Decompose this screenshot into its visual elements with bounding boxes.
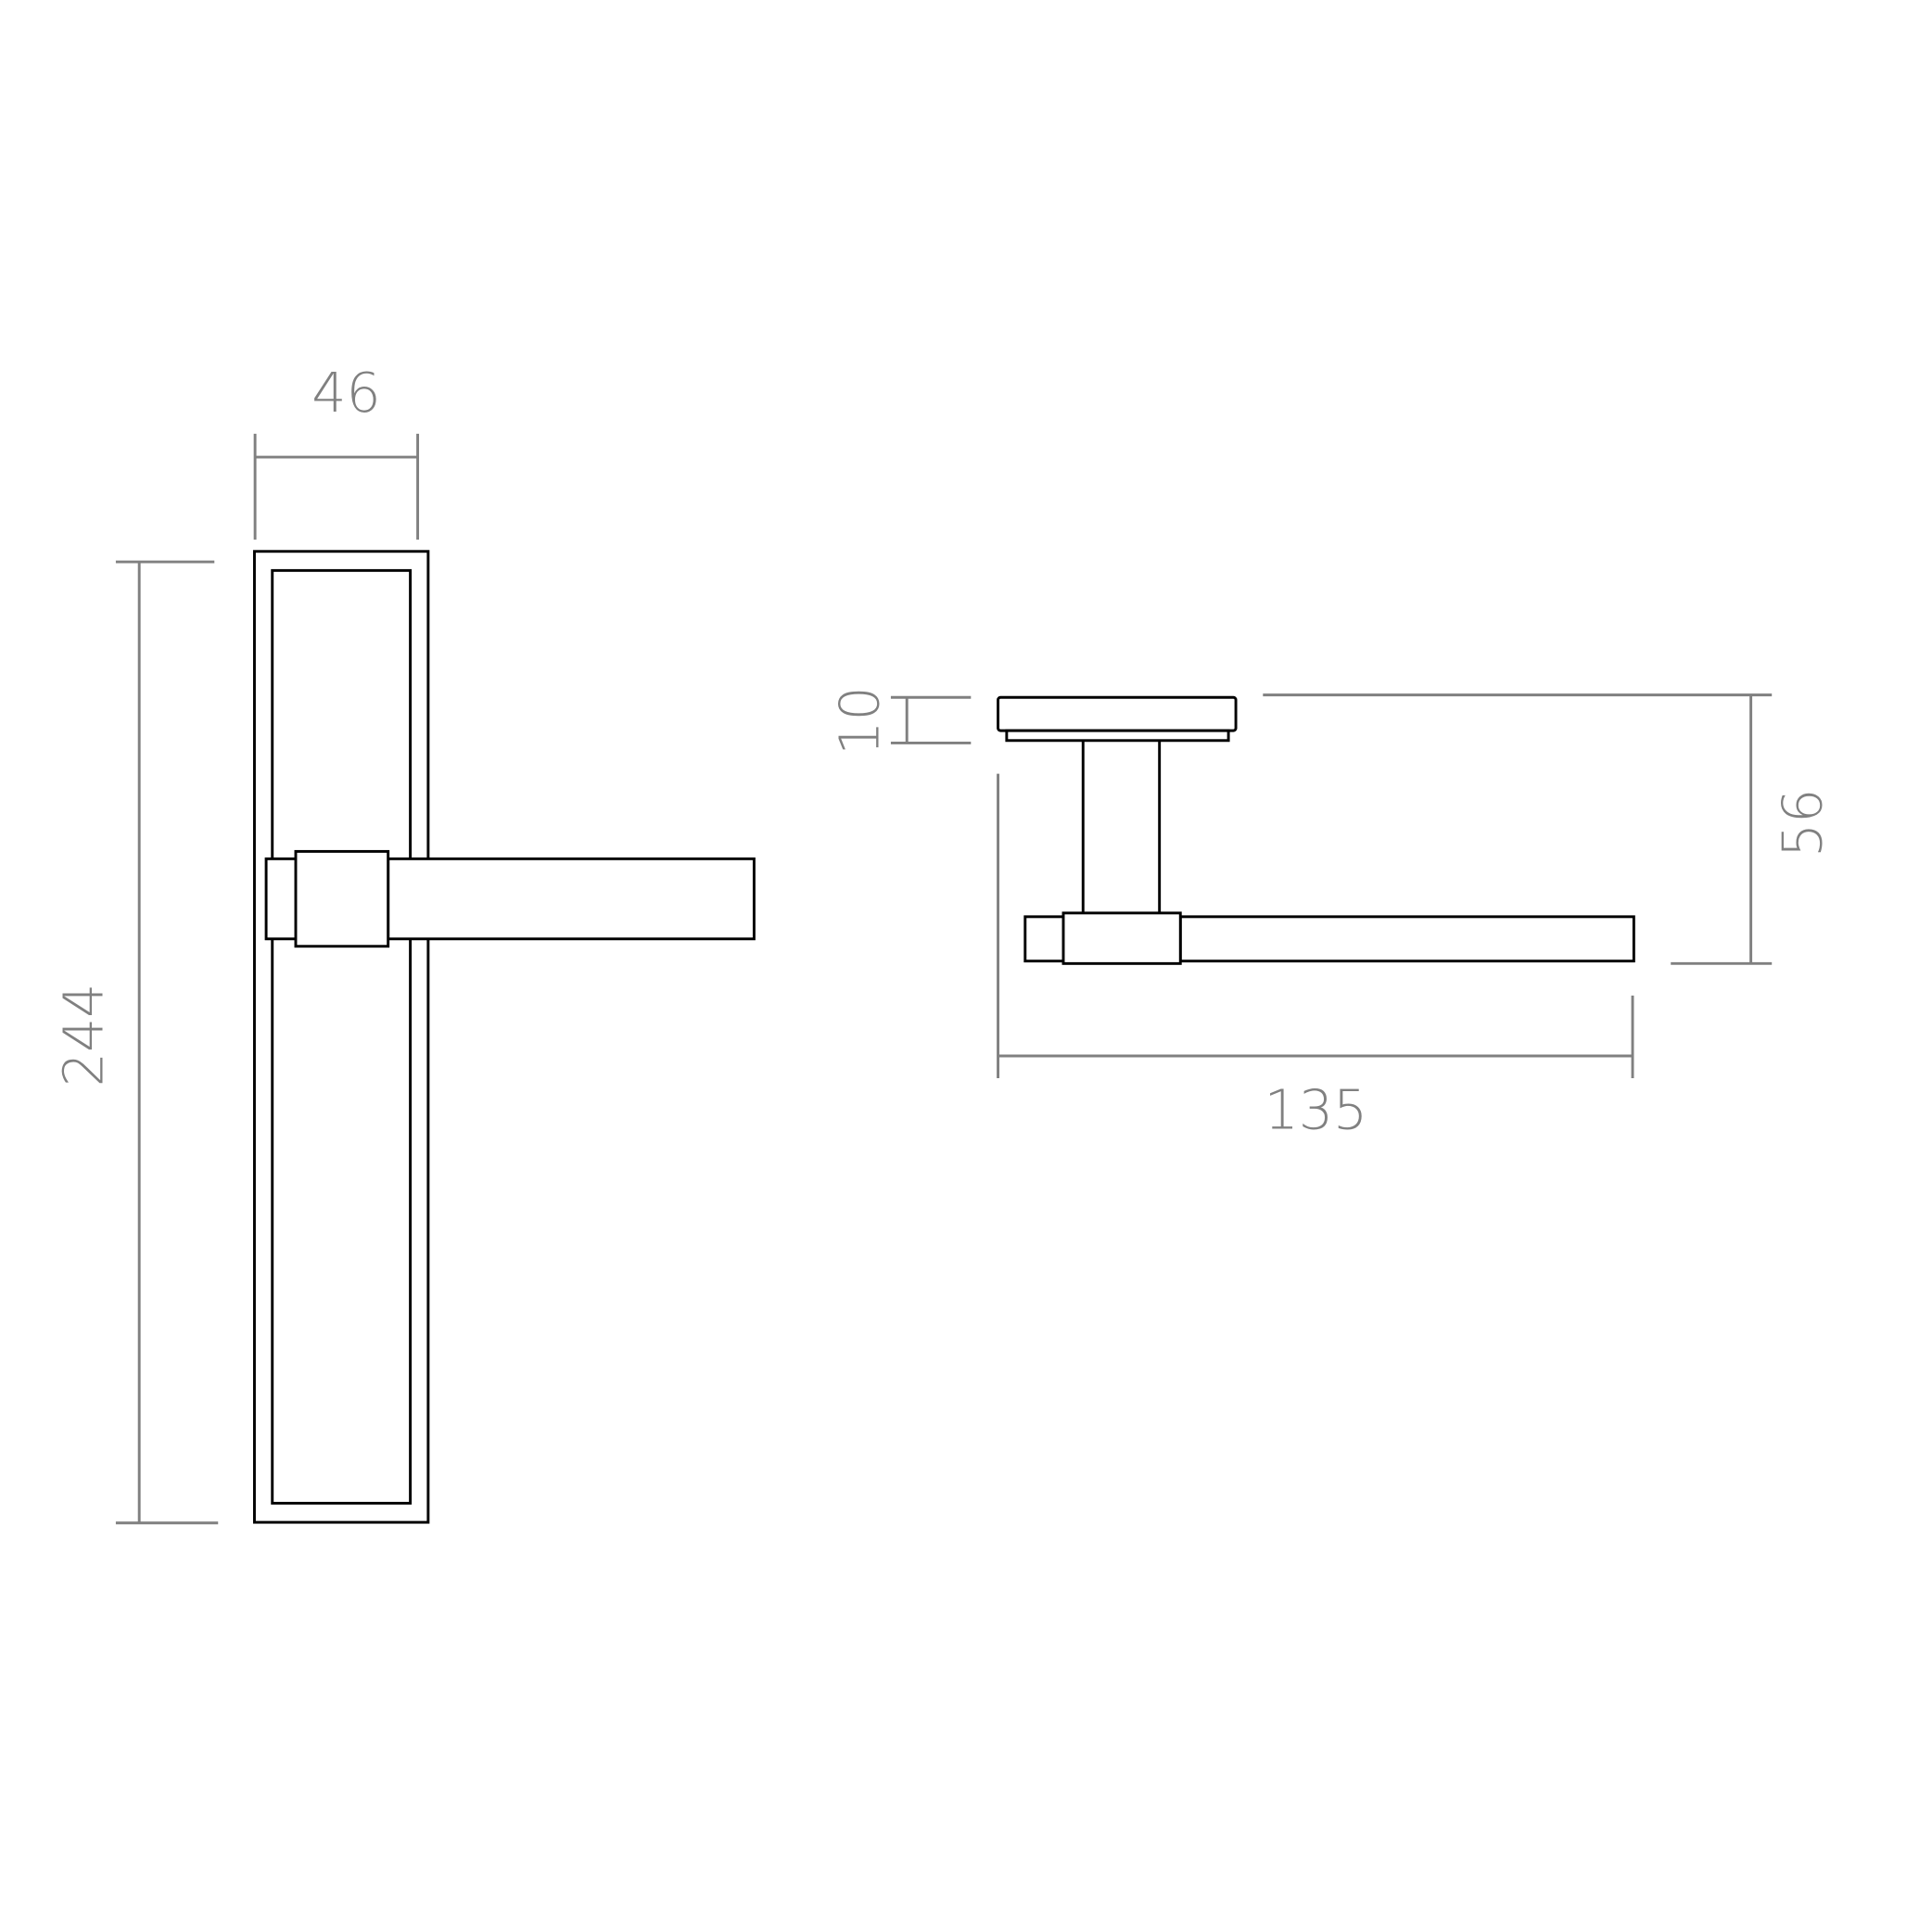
collar-side bbox=[1061, 911, 1182, 965]
width-dimension: 46 bbox=[253, 362, 420, 540]
rose-base bbox=[1005, 729, 1230, 743]
height-dimension: 244 bbox=[52, 560, 219, 1525]
rose-thickness-label: 10 bbox=[829, 686, 892, 755]
lever-arm bbox=[387, 857, 756, 941]
length-label: 135 bbox=[1265, 1078, 1368, 1141]
projection-label: 56 bbox=[1771, 789, 1834, 858]
backplate-inner bbox=[271, 568, 413, 1505]
lever-collar-back bbox=[264, 857, 299, 941]
lever-end-side bbox=[1023, 915, 1066, 963]
lever-arm-side bbox=[1178, 915, 1635, 963]
projection-dimension: 56 bbox=[1263, 693, 1834, 965]
width-label: 46 bbox=[311, 362, 380, 425]
rose-thickness-dimension: 10 bbox=[829, 686, 972, 756]
front-view bbox=[252, 550, 756, 1524]
height-label: 244 bbox=[52, 984, 115, 1087]
length-dimension: 135 bbox=[997, 773, 1634, 1141]
rose bbox=[997, 695, 1238, 732]
side-view bbox=[997, 695, 1635, 965]
lever-collar bbox=[294, 849, 390, 948]
